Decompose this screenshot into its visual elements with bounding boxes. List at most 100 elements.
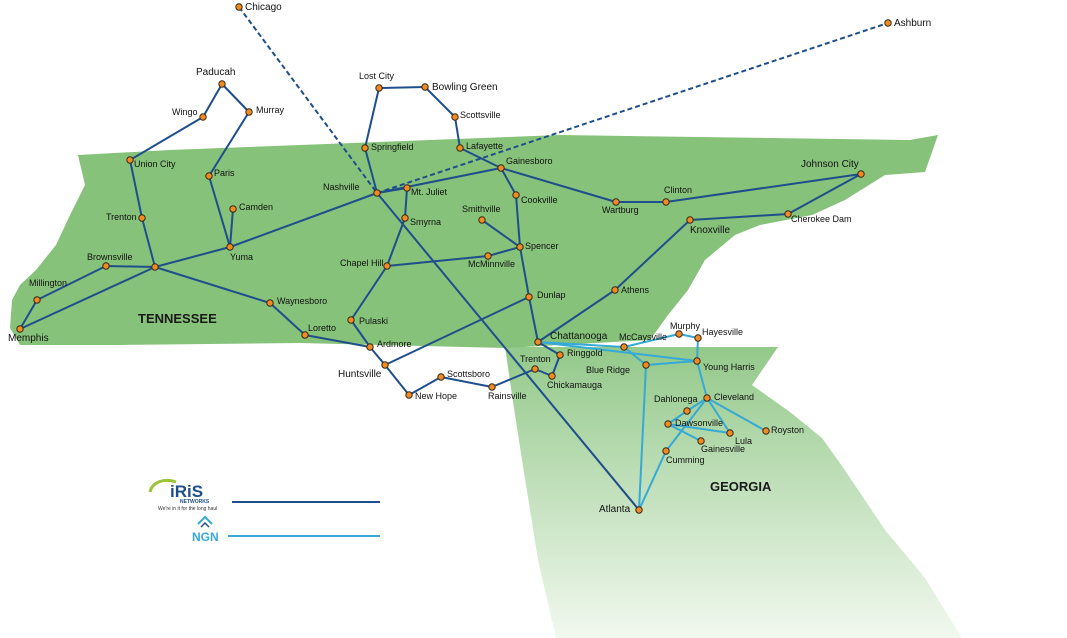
- city-node-dunlap[interactable]: [525, 293, 533, 301]
- city-node-murray[interactable]: [245, 108, 253, 116]
- city-node-chapelhill[interactable]: [383, 262, 391, 270]
- city-node-chickamauga[interactable]: [548, 372, 556, 380]
- iris-link-mtjuliet-smyrna: [404, 187, 408, 219]
- iris-logo-tagline: We're in it for the long haul: [158, 506, 217, 512]
- city-label-cumming: Cumming: [666, 455, 705, 465]
- city-node-chattanooga[interactable]: [534, 338, 542, 346]
- city-node-dahlonega[interactable]: [683, 407, 691, 415]
- city-label-ashburn: Ashburn: [894, 18, 931, 29]
- city-label-newhope: New Hope: [415, 391, 457, 401]
- city-node-chicago[interactable]: [235, 3, 243, 11]
- city-node-hayesville[interactable]: [694, 334, 702, 342]
- city-node-johnsoncity[interactable]: [857, 170, 865, 178]
- city-node-loretto[interactable]: [301, 331, 309, 339]
- city-node-smithville[interactable]: [478, 216, 486, 224]
- ngn-link-hayesville-youngharris: [696, 337, 699, 362]
- city-label-wartburg: Wartburg: [602, 205, 639, 215]
- city-node-knoxville[interactable]: [686, 216, 694, 224]
- city-node-spencer[interactable]: [516, 243, 524, 251]
- ngn-link-cleveland-lula: [706, 397, 731, 434]
- city-label-millington: Millington: [29, 278, 67, 288]
- city-label-scottsville: Scottsville: [460, 110, 501, 120]
- city-node-millington[interactable]: [33, 296, 41, 304]
- city-node-cookville[interactable]: [512, 191, 520, 199]
- city-node-cumming[interactable]: [662, 447, 670, 455]
- city-label-rainsville: Rainsville: [488, 391, 527, 401]
- city-node-clinton[interactable]: [662, 198, 670, 206]
- city-label-scottsboro: Scottsboro: [447, 369, 490, 379]
- city-node-athens[interactable]: [611, 286, 619, 294]
- city-label-dahlonega: Dahlonega: [654, 394, 698, 404]
- city-node-jackson[interactable]: [151, 263, 159, 271]
- city-node-mcminnville[interactable]: [484, 252, 492, 260]
- ngn-link-chattanooga-youngharris: [537, 341, 698, 362]
- city-node-scottsville[interactable]: [451, 113, 459, 121]
- city-node-springfield[interactable]: [361, 144, 369, 152]
- city-node-cleveland[interactable]: [703, 394, 711, 402]
- city-node-gainesville[interactable]: [697, 437, 705, 445]
- iris-link-johnsoncity-cherokeedam: [787, 173, 862, 215]
- city-node-bowlinggreen[interactable]: [421, 83, 429, 91]
- city-node-ashburn[interactable]: [884, 19, 892, 27]
- city-node-lafayette[interactable]: [456, 144, 464, 152]
- iris-link-millington-memphis: [19, 299, 38, 330]
- city-node-lula[interactable]: [726, 429, 734, 437]
- city-node-youngharris[interactable]: [693, 357, 701, 365]
- city-node-yuma[interactable]: [226, 243, 234, 251]
- city-node-wartburg[interactable]: [612, 198, 620, 206]
- city-node-nashville[interactable]: [373, 189, 381, 197]
- city-node-paris[interactable]: [205, 172, 213, 180]
- city-node-mccaysville[interactable]: [620, 343, 628, 351]
- city-label-brownsville: Brownsville: [87, 252, 133, 262]
- city-node-brownsville[interactable]: [102, 262, 110, 270]
- iris-link-chickamauga-ringgold: [551, 354, 561, 377]
- iris-logo-text: iRiS: [170, 482, 203, 501]
- city-node-rainsville[interactable]: [488, 383, 496, 391]
- city-node-smyrna[interactable]: [401, 214, 409, 222]
- ngn-logo: NGN: [192, 515, 219, 544]
- city-node-dawsonville[interactable]: [664, 420, 672, 428]
- city-node-atlanta[interactable]: [635, 506, 643, 514]
- city-node-royston[interactable]: [762, 427, 770, 435]
- iris-link-huntsville-newhope: [384, 364, 410, 396]
- iris-link-dunlap-chattanooga: [528, 296, 539, 343]
- city-label-spencer: Spencer: [525, 241, 559, 251]
- iris-link-scottsboro-rainsville: [440, 376, 493, 388]
- city-node-waynesboro[interactable]: [266, 299, 274, 307]
- city-node-mtjuliet[interactable]: [403, 184, 411, 192]
- city-label-dunlap: Dunlap: [537, 290, 566, 300]
- city-node-camden[interactable]: [229, 205, 237, 213]
- city-node-trentonga[interactable]: [531, 365, 539, 373]
- city-node-blueridge[interactable]: [642, 361, 650, 369]
- city-node-murphy[interactable]: [675, 330, 683, 338]
- city-node-scottsboro[interactable]: [437, 373, 445, 381]
- city-node-newhope[interactable]: [405, 391, 413, 399]
- city-label-clinton: Clinton: [664, 185, 692, 195]
- iris-link-mtjuliet-nashville: [376, 187, 408, 194]
- city-node-cherokeedam[interactable]: [784, 210, 792, 218]
- city-node-wingo[interactable]: [199, 113, 207, 121]
- legend: iRiS NETWORKS We're in it for the long h…: [148, 478, 380, 544]
- city-label-bowlinggreen: Bowling Green: [432, 82, 498, 93]
- city-node-paducah[interactable]: [218, 80, 226, 88]
- city-node-lostcity[interactable]: [375, 84, 383, 92]
- city-node-trenton[interactable]: [138, 214, 146, 222]
- city-node-memphis[interactable]: [16, 325, 24, 333]
- city-node-pulaski[interactable]: [347, 316, 355, 324]
- iris-link-athens-chattanooga: [537, 289, 616, 343]
- ngn-link-cleveland-cumming: [665, 397, 708, 452]
- ngn-logo-text: NGN: [192, 530, 219, 544]
- city-node-unioncity[interactable]: [126, 156, 134, 164]
- city-node-huntsville[interactable]: [381, 361, 389, 369]
- city-label-springfield: Springfield: [371, 142, 414, 152]
- city-label-camden: Camden: [239, 202, 273, 212]
- iris-logo: iRiS NETWORKS We're in it for the long h…: [148, 478, 217, 512]
- ngn-link-blueridge-atlanta: [638, 364, 647, 511]
- city-node-gainesboro[interactable]: [497, 164, 505, 172]
- city-node-ringgold[interactable]: [556, 351, 564, 359]
- ngn-link-youngharris-cleveland: [696, 360, 708, 399]
- city-node-ardmore[interactable]: [366, 343, 374, 351]
- iris-link-ringgold-chattanooga: [537, 341, 561, 356]
- city-label-athens: Athens: [621, 285, 650, 295]
